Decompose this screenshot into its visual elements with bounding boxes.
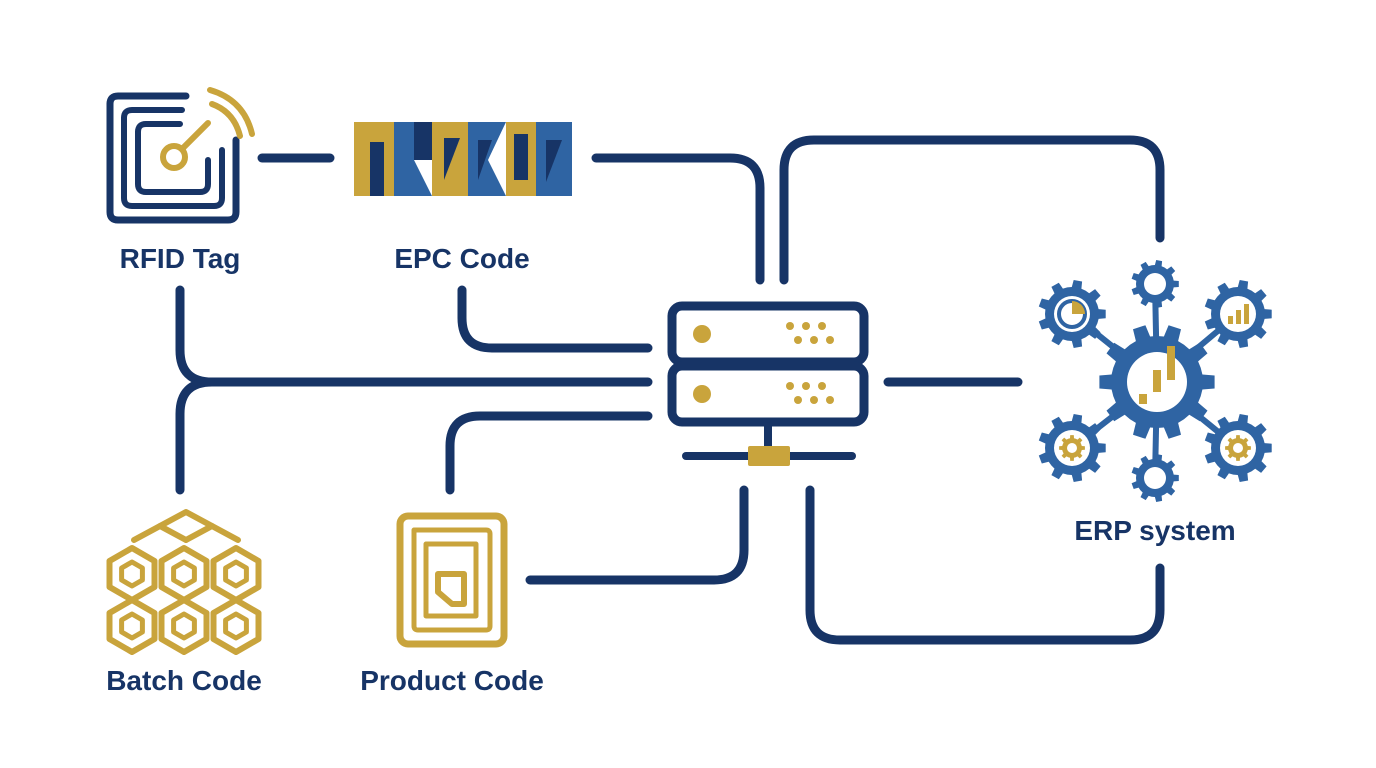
- product-chip-icon: [396, 512, 508, 648]
- product-code-label: Product Code: [360, 665, 544, 696]
- batch-code-label: Batch Code: [106, 665, 262, 696]
- rfid-tag-node: RFID Tag: [106, 87, 255, 274]
- connector-epc-down: [457, 285, 653, 353]
- gear-network-icon: [1038, 260, 1272, 502]
- server-node: [667, 301, 869, 466]
- epc-barcode-icon: [354, 122, 572, 196]
- connectors: [175, 135, 1165, 645]
- server-stack-icon: [667, 301, 869, 466]
- erp-system-node: ERP system: [1038, 260, 1272, 546]
- connector-server-erp-bottom: [805, 485, 1165, 645]
- erp-system-label: ERP system: [1074, 515, 1235, 546]
- rfid-tag-icon: [106, 87, 255, 224]
- connector-batch-up: [175, 377, 217, 495]
- connector-server-product: [525, 485, 749, 585]
- connector-product-up: [445, 411, 653, 495]
- epc-code-node: EPC Code: [354, 122, 572, 274]
- product-code-node: Product Code: [360, 512, 544, 696]
- connector-server-erp-top: [779, 135, 1165, 285]
- rfid-tag-label: RFID Tag: [120, 243, 241, 274]
- connector-rfid-down: [175, 285, 653, 387]
- batch-code-node: Batch Code: [106, 509, 262, 696]
- connector-epc-server: [591, 153, 765, 285]
- epc-code-label: EPC Code: [394, 243, 529, 274]
- hexagon-cluster-icon: [106, 509, 262, 655]
